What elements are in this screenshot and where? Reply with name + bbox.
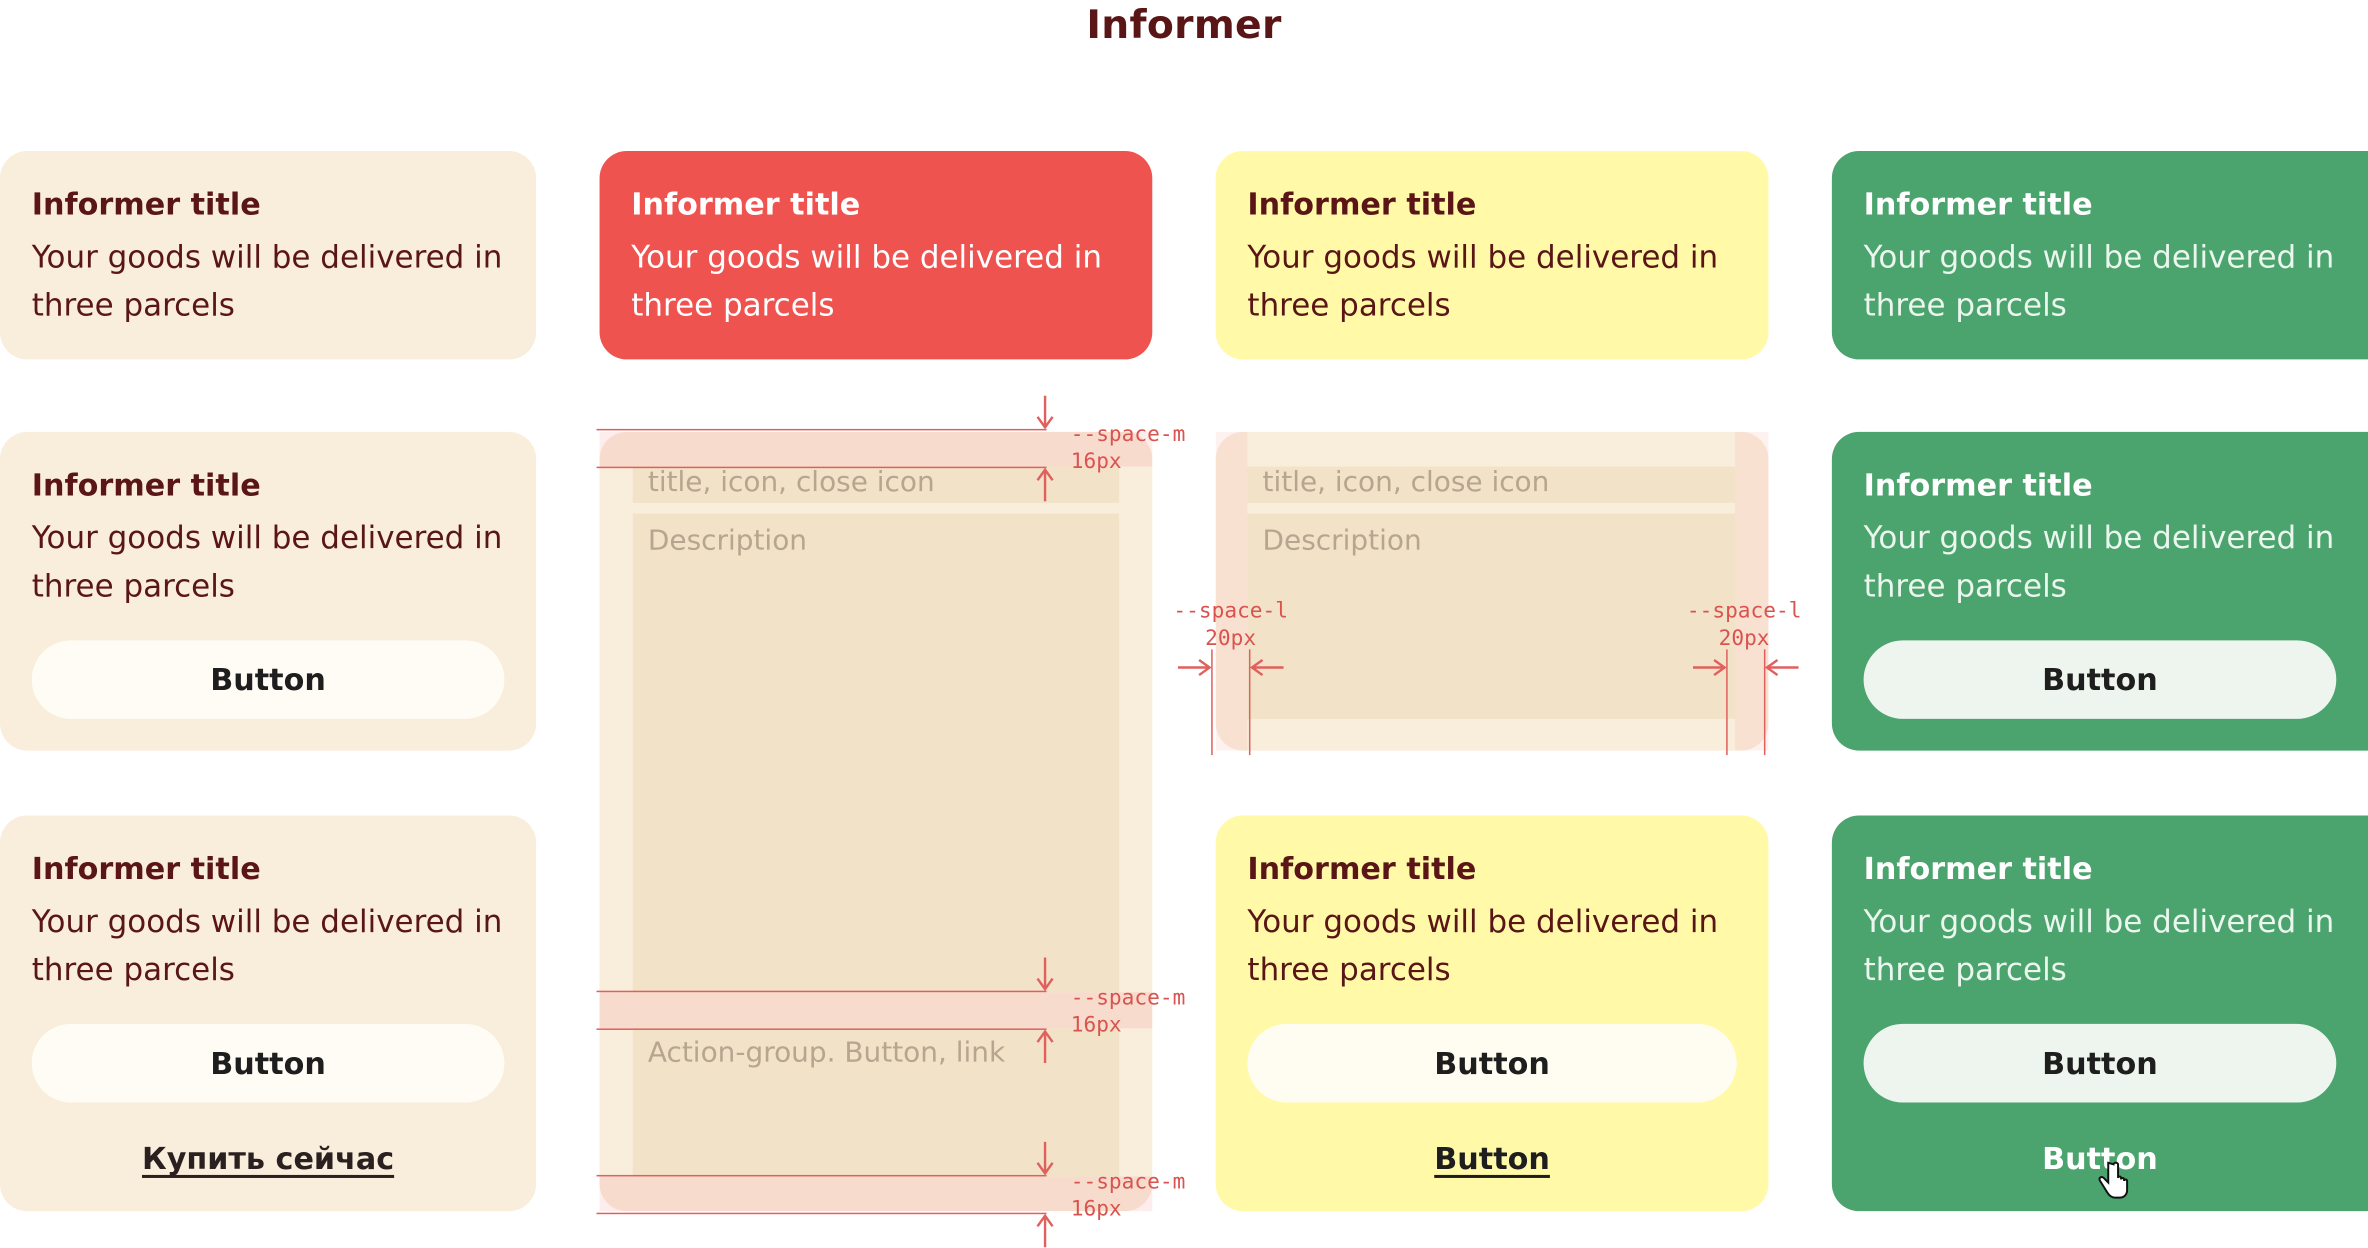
measure-line <box>596 1028 1047 1031</box>
header-slot: title, icon, close icon <box>1247 466 1736 503</box>
informer-title: Informer title <box>1863 466 2093 503</box>
space-m-value: 16px <box>1070 1013 1122 1038</box>
informer-card-neutral-with-actions: Informer title Your goods will be delive… <box>0 815 537 1212</box>
arrow-right-icon <box>1692 658 1727 677</box>
measure-line <box>1211 649 1213 756</box>
header-slot: title, icon, close icon <box>632 466 1120 503</box>
informer-card-danger: Informer title Your goods will be delive… <box>599 151 1153 360</box>
padding-band-right <box>1735 431 1769 751</box>
space-m-label: --space-m <box>1070 1170 1186 1195</box>
measure-line <box>1726 649 1728 756</box>
informer-description: Your goods will be delivered in three pa… <box>1863 238 2335 324</box>
space-m-label: --space-m <box>1070 986 1186 1011</box>
arrow-up-icon <box>1036 1029 1054 1064</box>
informer-title: Informer title <box>1247 185 1477 222</box>
informer-card-neutral: Informer title Your goods will be delive… <box>0 151 537 360</box>
space-m-value: 16px <box>1070 1197 1122 1222</box>
arrow-right-icon <box>1177 658 1212 677</box>
informer-title: Informer title <box>31 185 261 222</box>
padding-band-middle <box>599 992 1153 1029</box>
informer-description: Your goods will be delivered in three pa… <box>1863 519 2335 605</box>
space-l-label: --space-l <box>1686 599 1802 624</box>
informer-card-neutral-with-button: Informer title Your goods will be delive… <box>0 431 537 751</box>
arrow-left-icon <box>1765 658 1799 677</box>
arrow-left-icon <box>1250 658 1284 677</box>
space-l-label: --space-l <box>1173 599 1288 624</box>
measure-line <box>1248 649 1251 756</box>
informer-title: Informer title <box>31 466 261 503</box>
informer-description: Your goods will be delivered in three pa… <box>1247 238 1719 324</box>
measure-line <box>1763 649 1766 756</box>
informer-card-success-with-actions: Informer title Your goods will be delive… <box>1831 815 2368 1212</box>
arrow-down-icon <box>1036 395 1054 429</box>
informer-description: Your goods will be delivered in three pa… <box>1863 903 2335 988</box>
padding-band-left <box>1215 431 1248 751</box>
space-m-label: --space-m <box>1070 422 1186 448</box>
description-slot: Description <box>1247 513 1736 719</box>
informer-button[interactable]: Button <box>31 1023 505 1103</box>
informer-description: Your goods will be delivered in three pa… <box>31 238 503 324</box>
space-l-value: 20px <box>1205 626 1257 651</box>
arrow-up-icon <box>1036 1214 1054 1248</box>
measure-line <box>596 466 1047 469</box>
informer-link[interactable]: Button <box>2042 1140 2158 1177</box>
space-m-value: 16px <box>1070 450 1122 475</box>
space-l-value: 20px <box>1718 626 1770 651</box>
measure-line <box>596 990 1047 993</box>
informer-description: Your goods will be delivered in three pa… <box>31 903 503 988</box>
description-slot: Description <box>632 513 1120 993</box>
informer-button[interactable]: Button <box>1863 640 2337 719</box>
padding-band-top <box>599 431 1153 467</box>
informer-title: Informer title <box>631 185 861 222</box>
action-group-slot: Action-group. Button, link <box>632 1028 1120 1177</box>
page-title: Informer <box>1086 3 1282 49</box>
measure-line <box>596 1212 1047 1215</box>
informer-description: Your goods will be delivered in three pa… <box>1247 903 1719 988</box>
informer-card-warning: Informer title Your goods will be delive… <box>1215 151 1769 360</box>
arrow-down-icon <box>1036 957 1054 991</box>
measure-line <box>596 428 1047 431</box>
informer-title: Informer title <box>1863 850 2093 887</box>
informer-title: Informer title <box>1247 850 1477 887</box>
informer-button[interactable]: Button <box>1247 1023 1737 1103</box>
informer-button[interactable]: Button <box>31 640 505 719</box>
buy-now-link[interactable]: Купить сейчас <box>142 1140 395 1177</box>
arrow-down-icon <box>1036 1141 1054 1175</box>
informer-card-warning-with-actions: Informer title Your goods will be delive… <box>1215 815 1769 1212</box>
hand-pointer-icon <box>2098 1161 2129 1199</box>
informer-card-success: Informer title Your goods will be delive… <box>1831 151 2368 360</box>
informer-description: Your goods will be delivered in three pa… <box>31 519 503 605</box>
arrow-up-icon <box>1036 468 1054 502</box>
informer-title: Informer title <box>31 850 261 887</box>
informer-button[interactable]: Button <box>1863 1023 2337 1103</box>
padding-band-bottom <box>599 1176 1153 1212</box>
informer-description: Your goods will be delivered in three pa… <box>631 238 1102 324</box>
informer-title: Informer title <box>1863 185 2093 222</box>
measure-line <box>596 1174 1047 1177</box>
informer-link[interactable]: Button <box>1434 1140 1550 1177</box>
informer-card-success-with-button: Informer title Your goods will be delive… <box>1831 431 2368 751</box>
